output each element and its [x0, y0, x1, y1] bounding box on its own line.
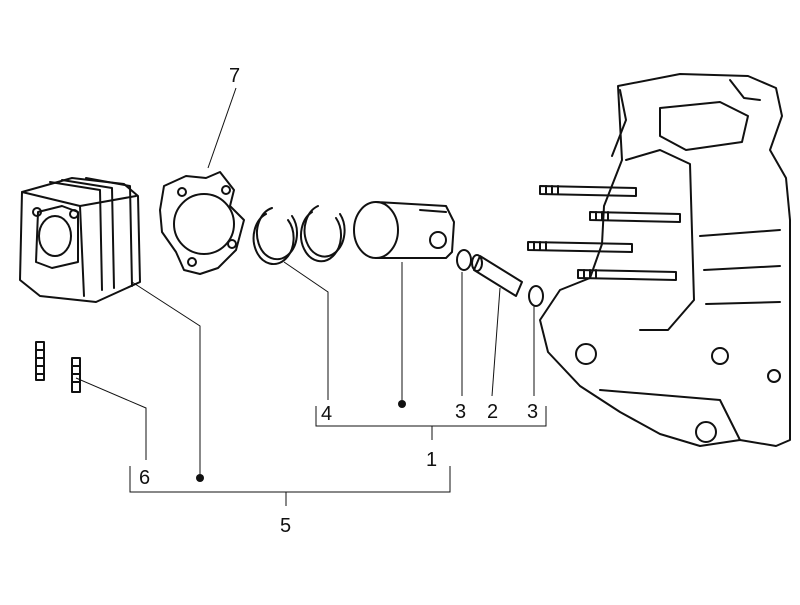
cylinder-assembly-dot — [196, 474, 204, 482]
callout-5: 5 — [280, 515, 291, 537]
piston-assembly-dot — [398, 400, 406, 408]
leader-lines — [75, 87, 547, 506]
piston-rings-part — [252, 205, 346, 266]
callout-3-left: 3 — [455, 401, 466, 423]
circlip-left-part — [456, 249, 472, 271]
crankcase-part — [539, 73, 791, 447]
crankcase-studs — [527, 185, 681, 281]
piston-part — [353, 201, 455, 259]
head-gasket-part — [159, 171, 245, 275]
piston-pin-part — [471, 254, 523, 297]
callout-4: 4 — [321, 403, 332, 425]
callout-2: 2 — [487, 401, 498, 423]
callout-7: 7 — [229, 65, 240, 87]
cylinder-part — [19, 177, 141, 303]
callout-1: 1 — [426, 449, 437, 471]
stud-bolts-part — [35, 341, 81, 393]
circlip-right-part — [528, 285, 544, 307]
callout-3-right: 3 — [527, 401, 538, 423]
callout-6: 6 — [139, 467, 150, 489]
